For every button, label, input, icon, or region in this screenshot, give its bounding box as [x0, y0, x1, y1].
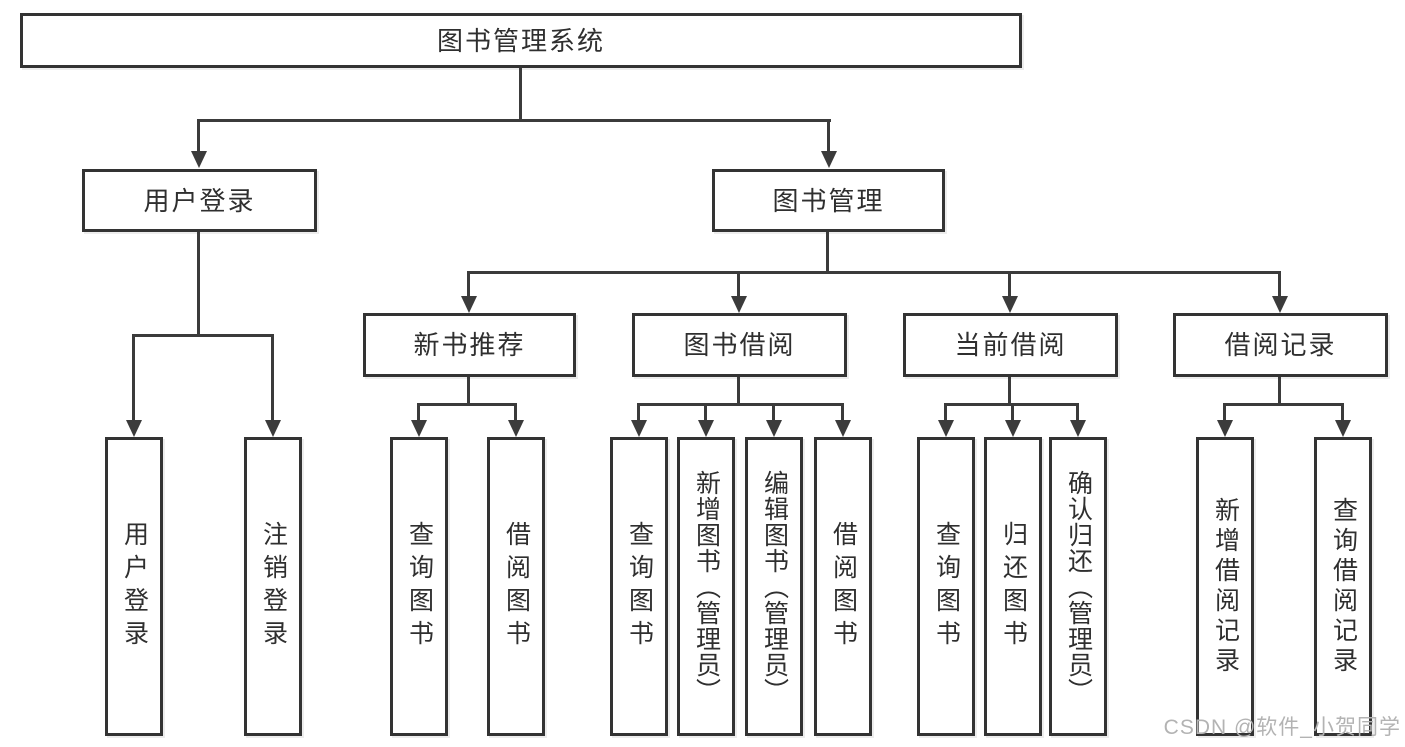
- down-arrowhead: [1335, 420, 1351, 437]
- leaf-cb-query-books: 查询图书: [917, 437, 975, 736]
- arrow-stem: [772, 403, 775, 422]
- arrow-stem: [1223, 403, 1226, 422]
- node-new-book-recommend: 新书推荐: [363, 313, 576, 377]
- down-arrowhead: [411, 420, 427, 437]
- node-book-borrowing-label: 图书借阅: [683, 330, 796, 360]
- leaf-nb-query-books: 查询图书: [390, 437, 448, 736]
- node-book-management-label: 图书管理: [772, 185, 885, 216]
- v-line: [197, 232, 200, 337]
- leaf-bb-add-books-admin-label: 新增图书（管理员）: [692, 469, 721, 704]
- leaf-bb-edit-books-admin-label: 编辑图书（管理员）: [760, 469, 789, 704]
- v-line: [737, 377, 740, 406]
- leaf-cb-return-books: 归还图书: [984, 437, 1042, 736]
- h-line: [1223, 403, 1344, 406]
- leaf-nb-borrow-books-label: 借阅图书: [502, 520, 531, 653]
- v-line: [1278, 377, 1281, 406]
- node-current-borrowing-label: 当前借阅: [954, 330, 1067, 360]
- leaf-nb-borrow-books: 借阅图书: [487, 437, 545, 736]
- node-book-management: 图书管理: [712, 169, 945, 232]
- down-arrowhead: [766, 420, 782, 437]
- v-line: [467, 377, 470, 406]
- down-arrowhead: [265, 420, 281, 437]
- down-arrowhead: [1070, 420, 1086, 437]
- h-line: [467, 271, 1281, 274]
- h-line: [637, 403, 844, 406]
- down-arrowhead: [1272, 296, 1288, 313]
- down-arrowhead: [731, 296, 747, 313]
- down-arrowhead: [461, 296, 477, 313]
- leaf-logout: 注销登录: [244, 437, 302, 736]
- arrow-stem: [944, 403, 947, 422]
- h-line: [197, 119, 831, 122]
- arrow-stem: [704, 403, 707, 422]
- leaf-user-login: 用户登录: [105, 437, 163, 736]
- arrow-stem: [1341, 403, 1344, 422]
- down-arrowhead: [938, 420, 954, 437]
- node-borrowing-records: 借阅记录: [1173, 313, 1388, 377]
- watermark: CSDN @软件_小贺同学: [1163, 716, 1401, 739]
- down-arrowhead: [1217, 420, 1233, 437]
- down-arrowhead: [508, 420, 524, 437]
- node-user-login: 用户登录: [82, 169, 317, 232]
- node-book-borrowing: 图书借阅: [632, 313, 847, 377]
- node-user-login-label: 用户登录: [143, 185, 256, 216]
- node-library-system-label: 图书管理系统: [436, 25, 605, 56]
- h-line: [417, 403, 517, 406]
- leaf-bb-query-books-label: 查询图书: [625, 520, 654, 653]
- leaf-bb-query-books: 查询图书: [610, 437, 668, 736]
- leaf-nb-query-books-label: 查询图书: [405, 520, 434, 653]
- node-library-system: 图书管理系统: [20, 13, 1022, 68]
- arrow-stem: [514, 403, 517, 422]
- down-arrowhead: [698, 420, 714, 437]
- down-arrowhead: [835, 420, 851, 437]
- arrow-stem: [417, 403, 420, 422]
- v-line: [1008, 377, 1011, 406]
- node-new-book-recommend-label: 新书推荐: [413, 330, 526, 360]
- node-borrowing-records-label: 借阅记录: [1224, 330, 1337, 360]
- arrow-stem: [132, 334, 135, 422]
- arrow-stem: [637, 403, 640, 422]
- arrow-stem: [841, 403, 844, 422]
- arrow-stem: [271, 334, 274, 422]
- leaf-bb-add-books-admin: 新增图书（管理员）: [677, 437, 735, 736]
- leaf-cb-confirm-return-admin-label: 确认归还（管理员）: [1064, 469, 1093, 704]
- v-line: [519, 68, 522, 122]
- leaf-cb-query-books-label: 查询图书: [932, 520, 961, 653]
- leaf-bb-borrow-books: 借阅图书: [814, 437, 872, 736]
- h-line: [132, 334, 274, 337]
- leaf-br-add-record-label: 新增借阅记录: [1211, 496, 1240, 677]
- leaf-user-login-label: 用户登录: [120, 520, 149, 653]
- down-arrowhead: [191, 151, 207, 168]
- arrow-stem: [1011, 403, 1014, 422]
- leaf-bb-borrow-books-label: 借阅图书: [829, 520, 858, 653]
- leaf-br-query-record-label: 查询借阅记录: [1329, 496, 1358, 677]
- arrow-stem: [467, 271, 470, 298]
- arrow-stem: [1008, 271, 1011, 298]
- down-arrowhead: [821, 151, 837, 168]
- leaf-br-query-record: 查询借阅记录: [1314, 437, 1372, 736]
- arrow-stem: [827, 119, 830, 153]
- down-arrowhead: [631, 420, 647, 437]
- arrow-stem: [1278, 271, 1281, 298]
- leaf-cb-confirm-return-admin: 确认归还（管理员）: [1049, 437, 1107, 736]
- node-current-borrowing: 当前借阅: [903, 313, 1118, 377]
- leaf-cb-return-books-label: 归还图书: [999, 520, 1028, 653]
- down-arrowhead: [1002, 296, 1018, 313]
- arrow-stem: [197, 119, 200, 153]
- v-line: [826, 232, 829, 274]
- arrow-stem: [1076, 403, 1079, 422]
- leaf-br-add-record: 新增借阅记录: [1196, 437, 1254, 736]
- down-arrowhead: [1005, 420, 1021, 437]
- arrow-stem: [737, 271, 740, 298]
- leaf-logout-label: 注销登录: [259, 520, 288, 653]
- leaf-bb-edit-books-admin: 编辑图书（管理员）: [745, 437, 803, 736]
- down-arrowhead: [126, 420, 142, 437]
